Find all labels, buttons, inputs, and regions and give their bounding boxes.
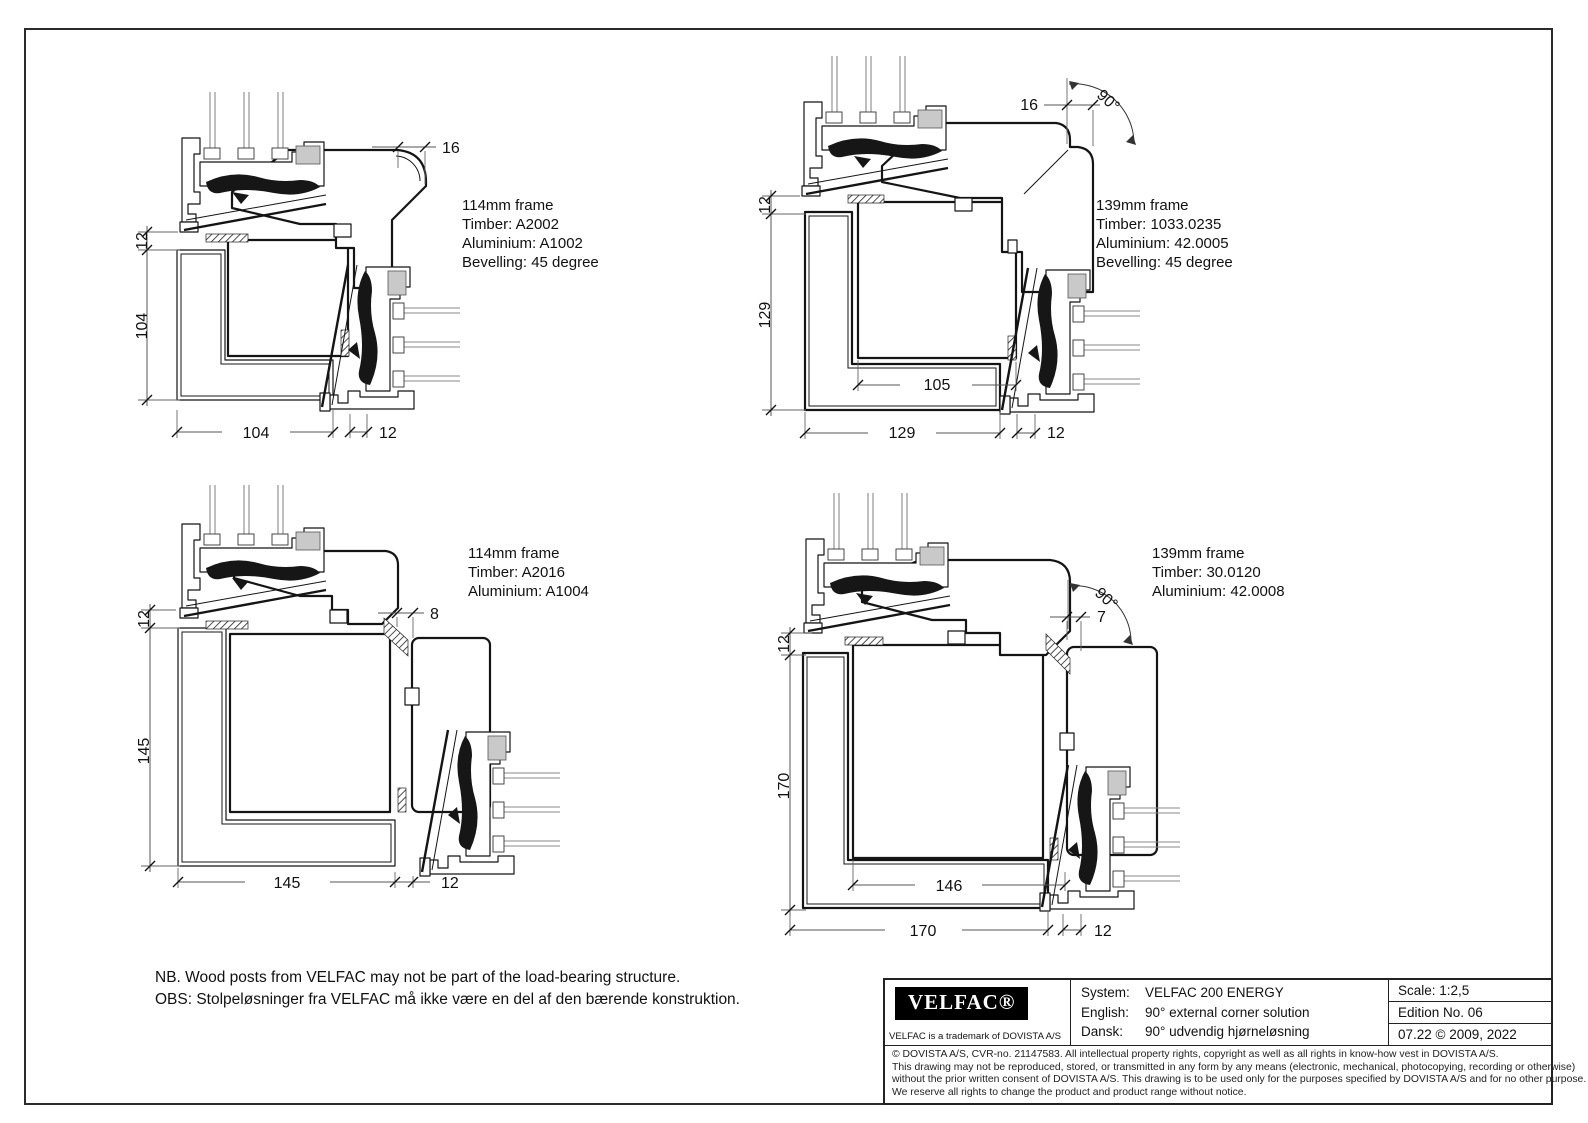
outer-board bbox=[801, 651, 1050, 910]
trademark-line: VELFAC is a trademark of DOVISTA A/S bbox=[889, 1030, 1062, 1042]
sheet-notes: NB. Wood posts from VELFAC may not be pa… bbox=[155, 967, 740, 1011]
title-block-top: VELFAC® VELFAC is a trademark of DOVISTA… bbox=[885, 980, 1551, 1046]
detail-bottom-right-drawing: 7 90° 12 170 146 170 12 bbox=[776, 491, 1182, 940]
aluminium-code: Aluminium: 42.0008 bbox=[1152, 583, 1285, 600]
english-row: English: 90° external corner solution bbox=[1071, 1005, 1388, 1020]
dim-bottom: 170 bbox=[910, 923, 937, 940]
dansk-value: 90° udvendig hjørneløsning bbox=[1145, 1024, 1310, 1040]
detail-top-left-drawing: 16 12 104 104 12 bbox=[134, 90, 462, 442]
dim-bottom-right: 12 bbox=[379, 425, 397, 442]
scale-cell: Scale: 1:2,5 bbox=[1389, 980, 1551, 1002]
legal-line: We reserve all rights to change the prod… bbox=[892, 1087, 1247, 1099]
english-value: 90° external corner solution bbox=[1145, 1004, 1310, 1020]
timber-code: Timber: A2016 bbox=[468, 564, 565, 581]
dimensions: 16 90° 12 129 105 129 12 bbox=[757, 78, 1136, 442]
corner-post bbox=[851, 643, 1045, 860]
system-row: System: VELFAC 200 ENERGY bbox=[1071, 985, 1388, 1000]
dim-bottom: 104 bbox=[243, 425, 270, 442]
dim-left: 129 bbox=[757, 302, 774, 329]
detail-bottom-left-label: 114mm frame Timber: A2016 Aluminium: A10… bbox=[468, 544, 589, 601]
system-value: VELFAC 200 ENERGY bbox=[1145, 985, 1284, 1001]
frame-size: 114mm frame bbox=[468, 545, 560, 562]
aluminium-code: Aluminium: 42.0005 bbox=[1096, 235, 1229, 252]
dim-bottom: 129 bbox=[889, 425, 916, 442]
system-label: System: bbox=[1081, 985, 1130, 1001]
title-block: VELFAC® VELFAC is a trademark of DOVISTA… bbox=[883, 978, 1587, 1105]
detail-top-right-label: 139mm frame Timber: 1033.0235 Aluminium:… bbox=[1096, 196, 1233, 272]
dim-inner: 105 bbox=[924, 377, 951, 394]
dim-gap-left: 12 bbox=[134, 232, 151, 250]
note-en: NB. Wood posts from VELFAC may not be pa… bbox=[155, 969, 681, 986]
dim-left: 145 bbox=[136, 738, 153, 765]
timber-code: Timber: 1033.0235 bbox=[1096, 216, 1222, 233]
dim-angle: 90° bbox=[1093, 87, 1122, 116]
dim-gap-left: 12 bbox=[136, 610, 153, 628]
meta-cell: Scale: 1:2,5 Edition No. 06 07.22 © 2009… bbox=[1389, 980, 1551, 1045]
detail-bottom-right-label: 139mm frame Timber: 30.0120 Aluminium: 4… bbox=[1152, 544, 1285, 601]
sealant-hatch bbox=[844, 633, 1071, 861]
dim-bottom-right: 12 bbox=[441, 875, 459, 892]
aluminium-code: Aluminium: A1002 bbox=[462, 235, 583, 252]
dim-inner: 146 bbox=[936, 878, 963, 895]
dansk-label: Dansk: bbox=[1081, 1024, 1124, 1040]
velfac-logo: VELFAC® bbox=[895, 987, 1029, 1020]
frame-size: 114mm frame bbox=[462, 197, 554, 214]
dim-bevel: 8 bbox=[430, 606, 439, 623]
dim-bevel: 16 bbox=[1020, 97, 1038, 114]
dim-bevel: 7 bbox=[1097, 609, 1106, 626]
legal-line: This drawing may not be reproduced, stor… bbox=[892, 1061, 1576, 1073]
dim-bottom-right: 12 bbox=[1047, 425, 1065, 442]
aluminium-code: Aluminium: A1004 bbox=[468, 583, 589, 600]
timber-code: Timber: 30.0120 bbox=[1152, 564, 1261, 581]
detail-bottom-left-drawing: 8 12 145 145 12 bbox=[136, 485, 562, 892]
dim-bottom-right: 12 bbox=[1094, 923, 1112, 940]
dim-left: 104 bbox=[134, 313, 151, 340]
corner-post bbox=[226, 238, 350, 358]
corner-cover bbox=[880, 121, 1095, 294]
sealant-hatch bbox=[205, 617, 409, 813]
frame-size: 139mm frame bbox=[1152, 545, 1245, 562]
detail-top-right-drawing: 16 90° 12 129 105 129 12 bbox=[757, 54, 1142, 442]
bevelling-note: Bevelling: 45 degree bbox=[1096, 254, 1233, 271]
corner-post bbox=[228, 632, 392, 814]
edition-cell: Edition No. 06 bbox=[1389, 1002, 1551, 1024]
bevelling-note: Bevelling: 45 degree bbox=[462, 254, 599, 271]
dim-gap-left: 12 bbox=[776, 635, 793, 653]
dim-left: 170 bbox=[776, 773, 793, 800]
dimensions: 8 12 145 145 12 bbox=[136, 604, 459, 892]
legal-text: © DOVISTA A/S, CVR-no. 21147583. All int… bbox=[885, 1046, 1587, 1103]
legal-line: © DOVISTA A/S, CVR-no. 21147583. All int… bbox=[892, 1048, 1499, 1060]
english-label: English: bbox=[1081, 1004, 1130, 1020]
dim-gap-left: 12 bbox=[757, 196, 774, 214]
dansk-row: Dansk: 90° udvendig hjørneløsning bbox=[1071, 1024, 1388, 1039]
dimensions: 7 90° 12 170 146 170 12 bbox=[776, 580, 1133, 940]
system-info-cell: System: VELFAC 200 ENERGY English: 90° e… bbox=[1071, 980, 1389, 1045]
frame-size: 139mm frame bbox=[1096, 197, 1189, 214]
dim-bevel: 16 bbox=[442, 140, 460, 157]
detail-top-left-label: 114mm frame Timber: A2002 Aluminium: A10… bbox=[462, 196, 599, 272]
window-profile-top bbox=[178, 485, 328, 620]
corner-post bbox=[856, 200, 1018, 360]
sheet-border bbox=[24, 28, 1553, 1105]
note-da: OBS: Stolpeløsninger fra VELFAC må ikke … bbox=[155, 991, 740, 1008]
dim-bottom: 145 bbox=[274, 875, 301, 892]
dimensions: 16 12 104 104 12 bbox=[134, 140, 460, 442]
date-cell: 07.22 © 2009, 2022 bbox=[1398, 1026, 1517, 1042]
logo-cell: VELFAC® VELFAC is a trademark of DOVISTA… bbox=[885, 980, 1071, 1045]
legal-line: without the prior written consent of DOV… bbox=[892, 1074, 1587, 1086]
timber-code: Timber: A2002 bbox=[462, 216, 559, 233]
